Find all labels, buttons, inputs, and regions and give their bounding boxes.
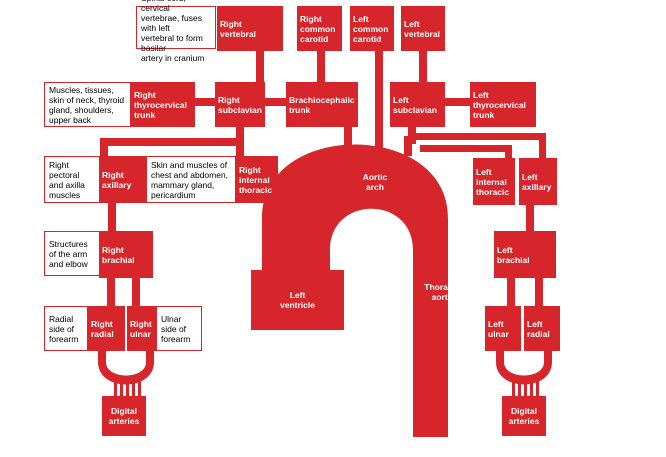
right-axillary-to-brachial (108, 202, 116, 232)
right-digital-stem-2 (120, 380, 123, 396)
left-digital-stem-1 (512, 378, 515, 396)
box-left-common-carotid: Left common carotid (350, 6, 394, 51)
note-pectoral: Right pectoral and axilla muscles (44, 156, 101, 203)
right-internal-thoracic-up (236, 138, 244, 158)
right-subclavian-to-brachiocephalic (264, 98, 288, 106)
left-digital-stem-2 (518, 380, 521, 396)
left-brachial-to-radial (535, 278, 543, 306)
right-brachial-to-ulnar (132, 278, 140, 306)
left-internal-thoracic-up (505, 145, 512, 161)
box-left-brachial: Left brachial (494, 231, 556, 278)
left-branch-horizontal-2 (420, 145, 512, 152)
left-digital-loop (496, 350, 552, 385)
box-right-brachial: Right brachial (99, 231, 153, 278)
box-right-radial: Right radial (88, 306, 125, 351)
box-right-axillary: Right axillary (99, 156, 146, 203)
brachiocephalic-to-arch-vertical (344, 125, 352, 145)
box-right-subclavian: Right subclavian (215, 82, 265, 127)
left-digital-stem-4 (530, 380, 533, 396)
right-digital-stem-5 (138, 378, 141, 396)
right-axillary-up (100, 138, 108, 160)
box-left-vertebral: Left vertebral (401, 6, 445, 51)
right-digital-stem-1 (114, 378, 117, 396)
left-subclavian-down (408, 124, 416, 144)
right-digital-loop (98, 350, 154, 385)
right-vertebral-to-subclavian (256, 48, 264, 86)
right-subclavian-down (236, 120, 244, 144)
left-carotid-to-arch (375, 48, 383, 152)
box-left-thyrocervical-trunk: Left thyrocervical trunk (470, 82, 536, 127)
note-spinal-cord: Spinal cord, cervical vertebrae, fuses w… (136, 0, 216, 63)
box-right-vertebral: Right vertebral (217, 6, 283, 51)
box-left-digital-arteries: Digital arteries (502, 396, 546, 436)
box-brachiocephalic-trunk: Brachiocephalic trunk (286, 82, 358, 127)
left-brachial-to-ulnar (507, 278, 515, 306)
box-left-ulnar: Left ulnar (485, 306, 521, 351)
left-branch-horizontal-1 (414, 133, 546, 140)
left-digital-stem-3 (524, 380, 527, 396)
note-arm-elbow: Structures of the arm and elbow (44, 231, 101, 276)
note-radial-side: Radial side of forearm (44, 306, 88, 351)
box-left-radial: Left radial (524, 306, 560, 351)
right-digital-stem-3 (126, 380, 129, 396)
label-thoracic-aorta: Thoracic aorta (424, 282, 460, 302)
note-neck-muscles: Muscles, tissues, skin of neck, thyroid … (44, 82, 131, 127)
box-right-ulnar: Right ulnar (127, 306, 156, 351)
aorta-shape (262, 144, 448, 437)
left-subclavian-to-arch (404, 136, 412, 156)
right-branch-horizontal (100, 138, 244, 146)
box-left-internal-thoracic: Left internal thoracic (473, 158, 515, 205)
box-right-digital-arteries: Digital arteries (102, 396, 146, 436)
left-thyrocervical-to-subclavian (444, 98, 470, 106)
right-carotid-to-brachiocephalic (317, 48, 325, 82)
right-brachial-to-radial (107, 278, 115, 306)
box-right-thyrocervical-trunk: Right thyrocervical trunk (131, 82, 195, 127)
box-left-subclavian: Left subclavian (390, 82, 445, 127)
note-ulnar-side: Ulnar side of forearm (156, 306, 202, 351)
box-left-ventricle: Left ventricle (251, 270, 344, 330)
left-axillary-up (539, 133, 546, 161)
right-thyrocervical-to-subclavian (194, 98, 218, 106)
left-vertebral-to-subclavian (419, 48, 427, 84)
right-digital-stem-4 (132, 380, 135, 396)
box-left-axillary: Left axillary (519, 158, 557, 205)
note-chest-skin: Skin and muscles of chest and abdomen, m… (146, 156, 236, 203)
box-right-internal-thoracic: Right internal thoracic (236, 156, 278, 203)
left-axillary-to-brachial (526, 205, 534, 233)
label-aortic-arch: Aortic arch (362, 172, 388, 192)
box-right-common-carotid: Right common carotid (297, 6, 342, 51)
left-digital-stem-5 (536, 378, 539, 396)
